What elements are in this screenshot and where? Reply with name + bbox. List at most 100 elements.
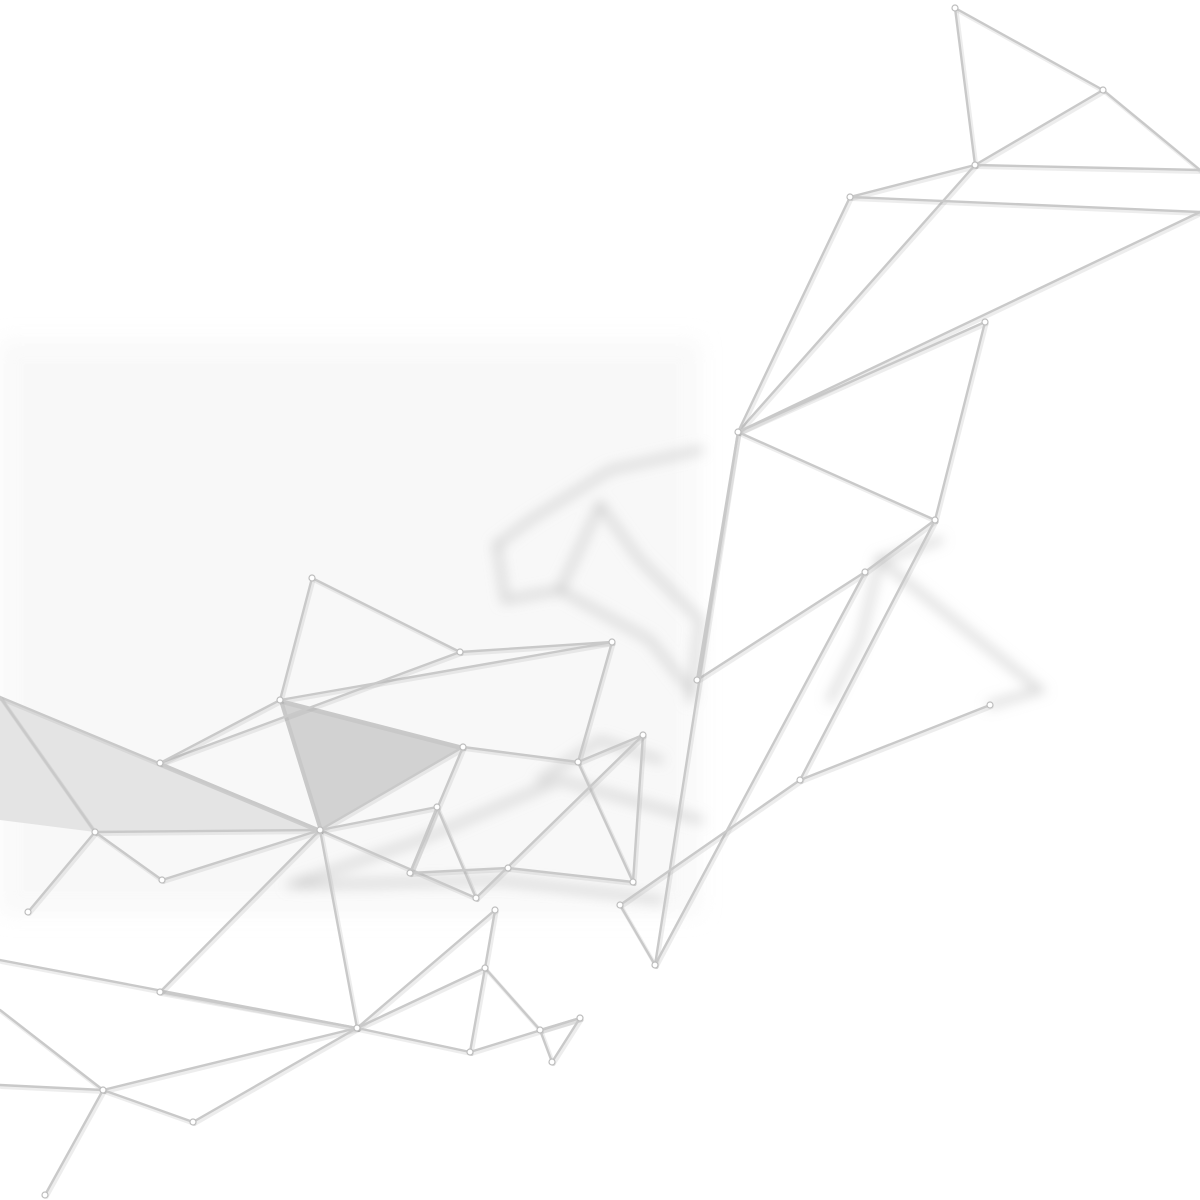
edge bbox=[973, 88, 1105, 167]
edge-shadow bbox=[44, 1090, 107, 1199]
node bbox=[986, 701, 994, 709]
node bbox=[693, 676, 701, 684]
edge-shadow bbox=[102, 1028, 361, 1094]
edge-shadow bbox=[159, 652, 464, 767]
edge bbox=[618, 778, 802, 907]
edge bbox=[798, 518, 937, 782]
node bbox=[466, 1048, 474, 1056]
edge bbox=[93, 830, 164, 882]
edge-shadow bbox=[696, 572, 869, 684]
node bbox=[796, 776, 804, 784]
edge bbox=[355, 1026, 472, 1054]
node bbox=[639, 731, 647, 739]
node bbox=[616, 901, 624, 909]
edge bbox=[736, 430, 937, 522]
edge-shadow bbox=[577, 735, 647, 766]
node bbox=[491, 906, 499, 914]
node bbox=[156, 759, 164, 767]
edge-shadow bbox=[632, 735, 647, 886]
node bbox=[951, 4, 959, 12]
edge bbox=[0, 1008, 105, 1092]
edge-shadow bbox=[319, 747, 467, 834]
edge-shadow bbox=[161, 830, 324, 884]
edge-shadow bbox=[469, 968, 489, 1056]
edge bbox=[318, 805, 439, 832]
edge bbox=[278, 576, 314, 702]
edge-shadow bbox=[577, 642, 616, 766]
node bbox=[353, 1024, 361, 1032]
node bbox=[536, 1026, 544, 1034]
edge bbox=[863, 518, 937, 574]
edge bbox=[973, 163, 1200, 172]
node bbox=[608, 638, 616, 646]
edge-shadow bbox=[409, 868, 512, 877]
edge-shadow bbox=[954, 8, 979, 169]
edge-shadow bbox=[539, 1018, 584, 1034]
edge bbox=[408, 805, 439, 875]
edge bbox=[538, 1016, 582, 1032]
edge bbox=[848, 163, 977, 199]
edge-shadow bbox=[409, 807, 441, 877]
edge bbox=[653, 430, 740, 967]
node bbox=[189, 1118, 197, 1126]
edge bbox=[506, 866, 635, 884]
node bbox=[156, 988, 164, 996]
edge bbox=[318, 828, 359, 1030]
node bbox=[574, 758, 582, 766]
edge-shadow bbox=[279, 700, 467, 751]
edge bbox=[618, 903, 657, 967]
node bbox=[91, 828, 99, 836]
edge bbox=[933, 320, 987, 522]
edge bbox=[158, 828, 322, 994]
edge-shadow bbox=[27, 832, 99, 916]
edge bbox=[953, 6, 1105, 92]
edge bbox=[483, 908, 497, 970]
edge bbox=[798, 703, 992, 782]
edge bbox=[101, 1088, 195, 1124]
edge bbox=[355, 908, 497, 1030]
node bbox=[406, 869, 414, 877]
edge bbox=[158, 650, 462, 765]
blurred-edges-group bbox=[286, 446, 1048, 904]
edge-shadow bbox=[319, 807, 441, 834]
edge-shadow bbox=[849, 165, 979, 201]
edge-shadow bbox=[799, 520, 939, 784]
edge-shadow bbox=[94, 830, 324, 836]
edge bbox=[158, 990, 359, 1030]
node bbox=[1099, 86, 1107, 94]
node bbox=[576, 1014, 584, 1022]
edge bbox=[318, 745, 465, 832]
edge bbox=[458, 640, 614, 654]
node bbox=[931, 516, 939, 524]
edge bbox=[191, 1026, 359, 1124]
edge bbox=[355, 966, 487, 1030]
edge-shadow bbox=[799, 705, 994, 784]
edge bbox=[631, 733, 645, 884]
nodes-group bbox=[24, 4, 1107, 1199]
node bbox=[472, 894, 480, 902]
facet-center-triangle bbox=[280, 700, 463, 830]
node bbox=[981, 318, 989, 326]
edge bbox=[0, 1083, 105, 1092]
edge bbox=[101, 1026, 359, 1092]
edge bbox=[318, 828, 478, 900]
edge-shadow bbox=[849, 197, 1200, 216]
node bbox=[316, 826, 324, 834]
edge-shadow bbox=[475, 735, 647, 902]
edge-shadow bbox=[356, 968, 489, 1032]
edge-shadow bbox=[279, 642, 616, 704]
edge bbox=[736, 320, 987, 434]
node bbox=[734, 428, 742, 436]
edge-shadow bbox=[0, 1085, 107, 1094]
edge bbox=[576, 640, 614, 764]
edge bbox=[576, 760, 635, 884]
node bbox=[456, 648, 464, 656]
edge-shadow bbox=[159, 830, 324, 996]
edge bbox=[736, 163, 977, 434]
node bbox=[629, 878, 637, 886]
edges-group bbox=[0, 6, 1200, 1199]
edge-shadow bbox=[551, 1018, 584, 1066]
edge-shadow bbox=[159, 700, 284, 767]
edge-shadow bbox=[864, 520, 939, 576]
